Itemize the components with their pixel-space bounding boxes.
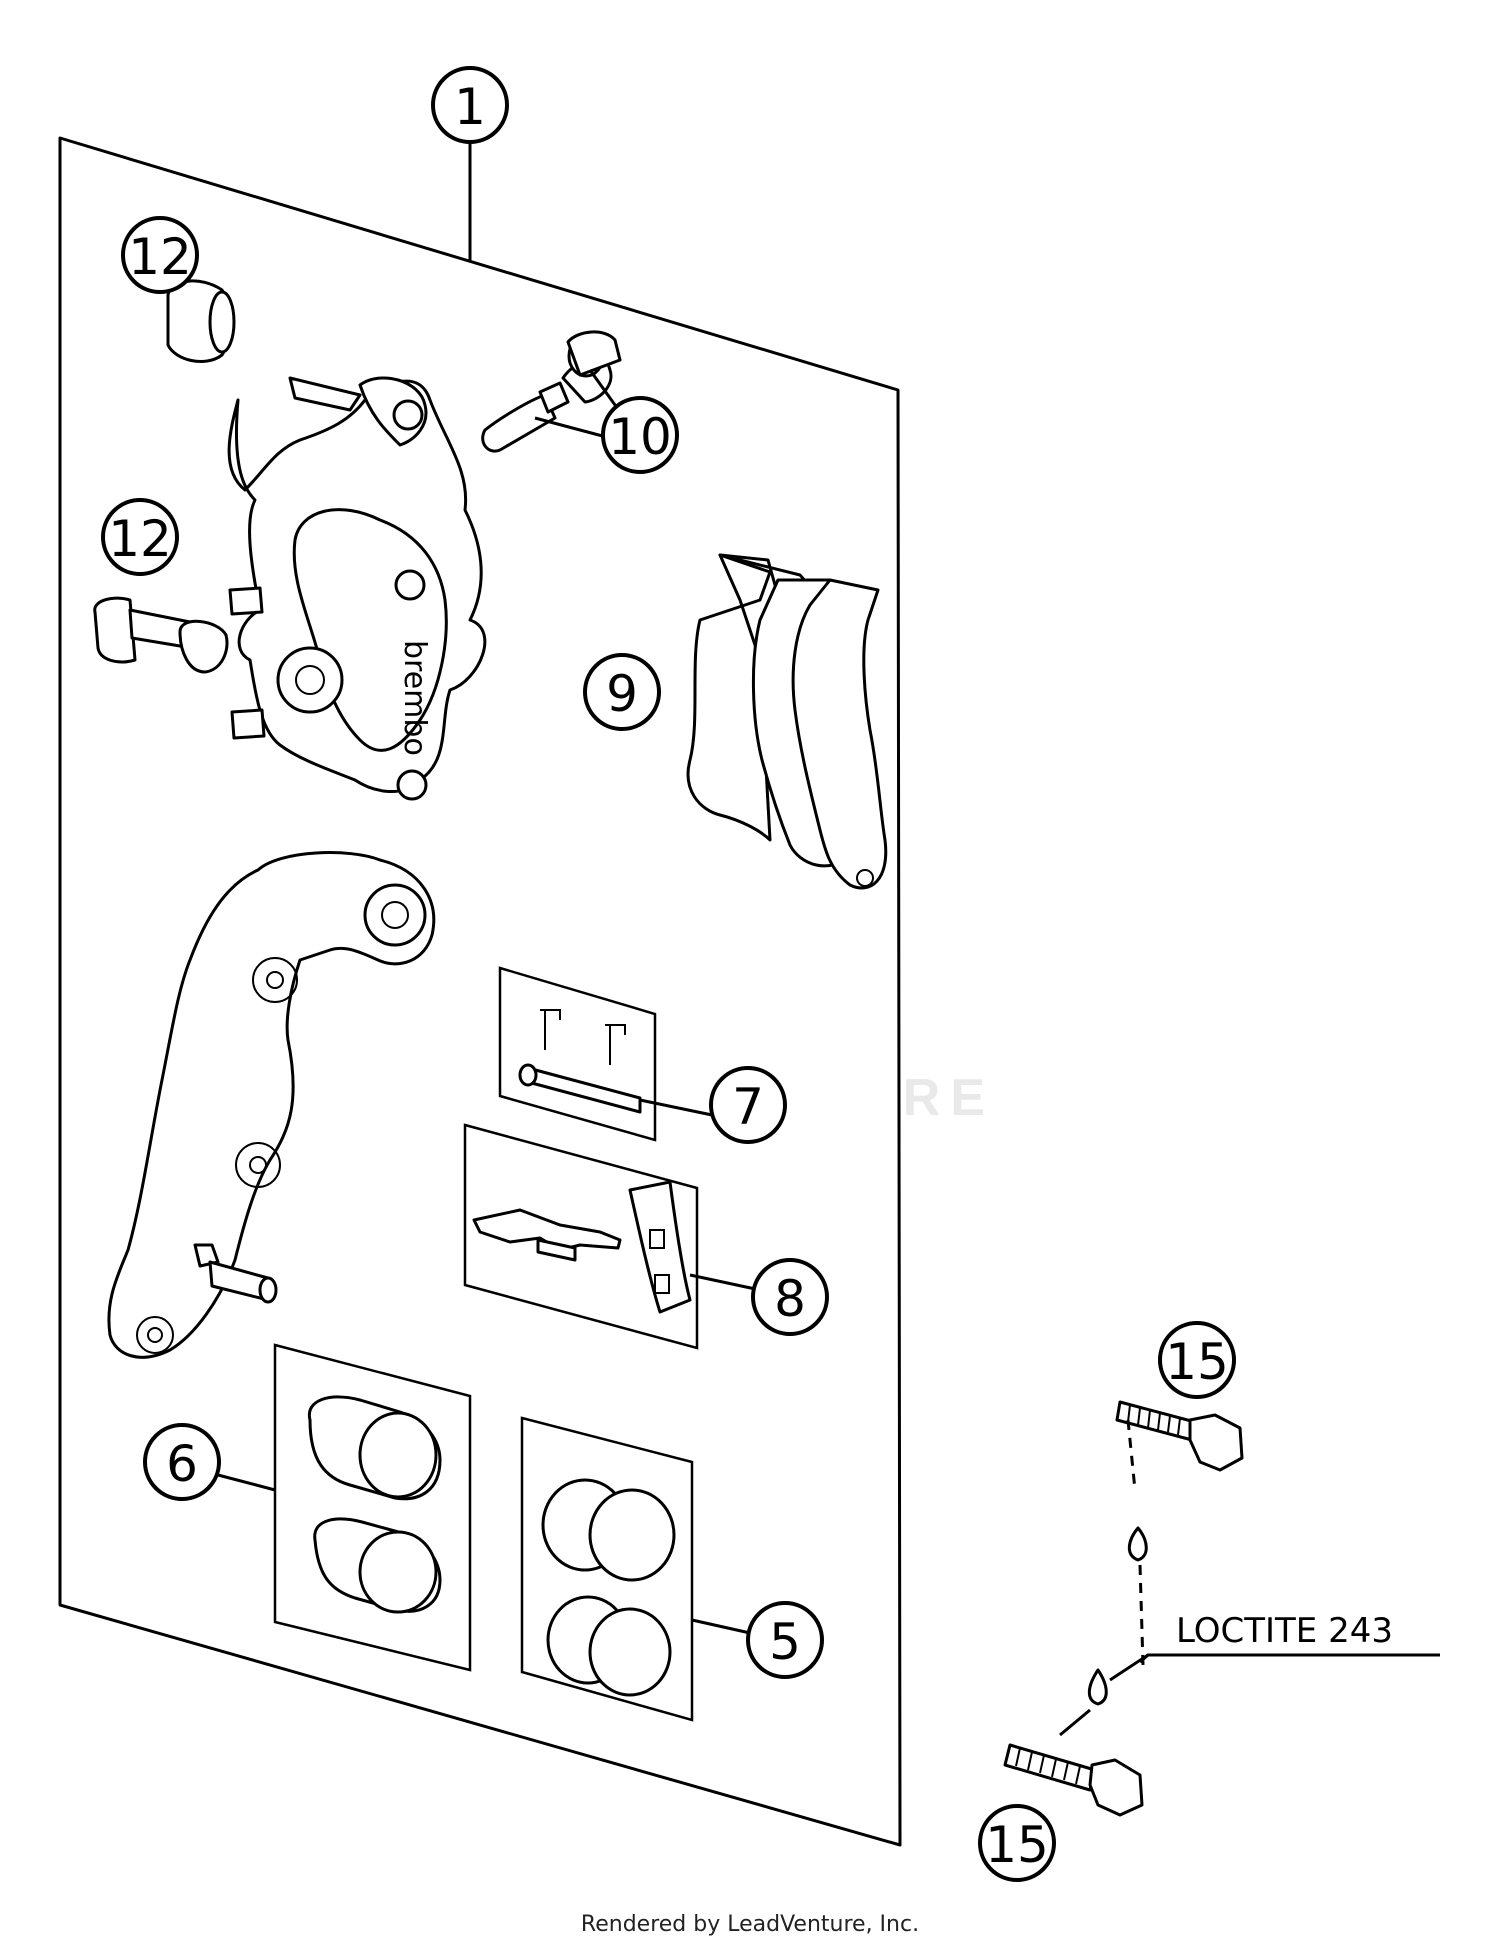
piston-kit-card	[273, 1343, 472, 1672]
brake-pads	[686, 553, 888, 890]
callout-1-label: 1	[454, 78, 486, 136]
callout-9: 9	[583, 653, 661, 731]
loctite-leader	[1139, 1653, 1440, 1664]
bleeder-valve	[481, 330, 622, 453]
callout-10: 10	[601, 396, 679, 474]
callout-15-top: 15	[1158, 1321, 1236, 1399]
callout-6: 6	[143, 1423, 221, 1501]
leader-6	[217, 1473, 276, 1492]
callout-5: 5	[746, 1601, 824, 1679]
leader-15b	[1059, 1708, 1091, 1737]
threadlock-drop-lower	[1087, 1668, 1108, 1706]
loctite-note: LOCTITE 243	[1176, 1611, 1393, 1651]
leader-10a	[534, 416, 611, 440]
leader-15a-lower	[1138, 1564, 1145, 1666]
callout-6-label: 6	[166, 1435, 198, 1493]
spring-kit-card	[463, 1123, 699, 1350]
callout-10-label: 10	[608, 408, 672, 466]
leader-8	[689, 1273, 761, 1292]
callout-15-top-label: 15	[1165, 1333, 1229, 1391]
caliper-bracket	[107, 851, 436, 1359]
mounting-bolt-upper	[1115, 1400, 1244, 1472]
threadlock-drop-upper	[1127, 1526, 1148, 1562]
callout-5-label: 5	[769, 1613, 801, 1671]
callout-12-top: 12	[121, 216, 199, 294]
callout-7-label: 7	[732, 1078, 764, 1136]
callout-15-bottom-label: 15	[985, 1816, 1049, 1874]
callout-15-bottom: 15	[978, 1804, 1056, 1882]
caliper-bolt	[93, 596, 229, 674]
leader-15a	[1126, 1419, 1137, 1491]
callout-9-label: 9	[606, 665, 638, 723]
seal-kit-card	[520, 1416, 694, 1722]
caliper-brand-text: brembo	[397, 640, 432, 756]
pin-kit-card	[498, 966, 657, 1142]
callout-1: 1	[431, 66, 509, 144]
bleeder-cap	[166, 279, 236, 364]
callout-12-top-label: 12	[128, 228, 192, 286]
callout-12-bottom-label: 12	[108, 510, 172, 568]
leader-7	[639, 1098, 713, 1117]
footer-credit: Rendered by LeadVenture, Inc.	[580, 1912, 920, 1937]
brake-caliper: brembo	[227, 376, 487, 801]
leader-5	[691, 1618, 751, 1635]
callout-12-bottom: 12	[101, 498, 179, 576]
leader-10b	[588, 369, 622, 413]
loctite-leader-down	[1109, 1653, 1149, 1682]
callout-7: 7	[709, 1066, 787, 1144]
callout-8: 8	[751, 1258, 829, 1336]
mounting-bolt-lower	[1003, 1743, 1144, 1817]
callout-8-label: 8	[774, 1270, 806, 1328]
